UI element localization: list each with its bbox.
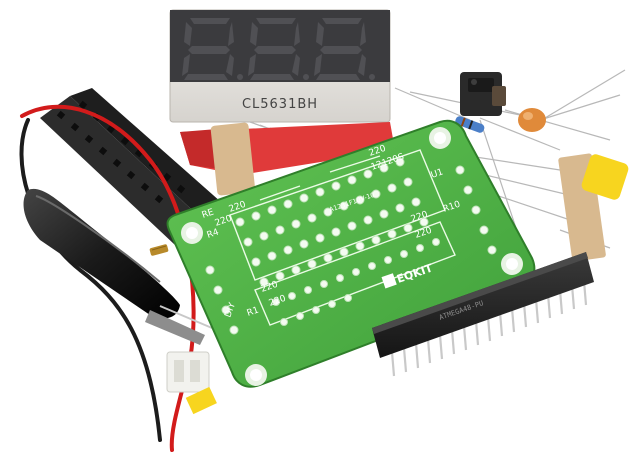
alligator-clip	[23, 188, 213, 345]
microcontroller-chip: ATMEGA48-PU	[372, 252, 594, 377]
silk-r4-label: R4	[206, 227, 221, 240]
digit-2	[248, 18, 309, 80]
resistor	[455, 116, 485, 133]
silk-u1-label: U1	[430, 167, 445, 180]
screw	[149, 244, 169, 256]
digit-1	[182, 18, 243, 80]
solder-pads	[205, 157, 497, 335]
ceramic-capacitor	[518, 108, 546, 132]
silk-r-label: RE	[201, 207, 216, 220]
display-part-number: CL5631BH	[242, 97, 318, 112]
mounting-holes	[181, 127, 523, 386]
push-button	[460, 72, 506, 116]
seven-segment-display: CL5631BH	[169, 9, 391, 123]
pcb-board: RE 220 220 R4 220 12120S A1231F10V-10 U1…	[166, 119, 536, 388]
jst-connector	[166, 351, 210, 393]
red-ribbon-tape	[180, 122, 395, 196]
resistor-tape-right	[558, 153, 629, 262]
digit-3	[314, 18, 375, 80]
tape-label	[185, 386, 217, 415]
silk-r1-label: R1	[246, 305, 261, 318]
